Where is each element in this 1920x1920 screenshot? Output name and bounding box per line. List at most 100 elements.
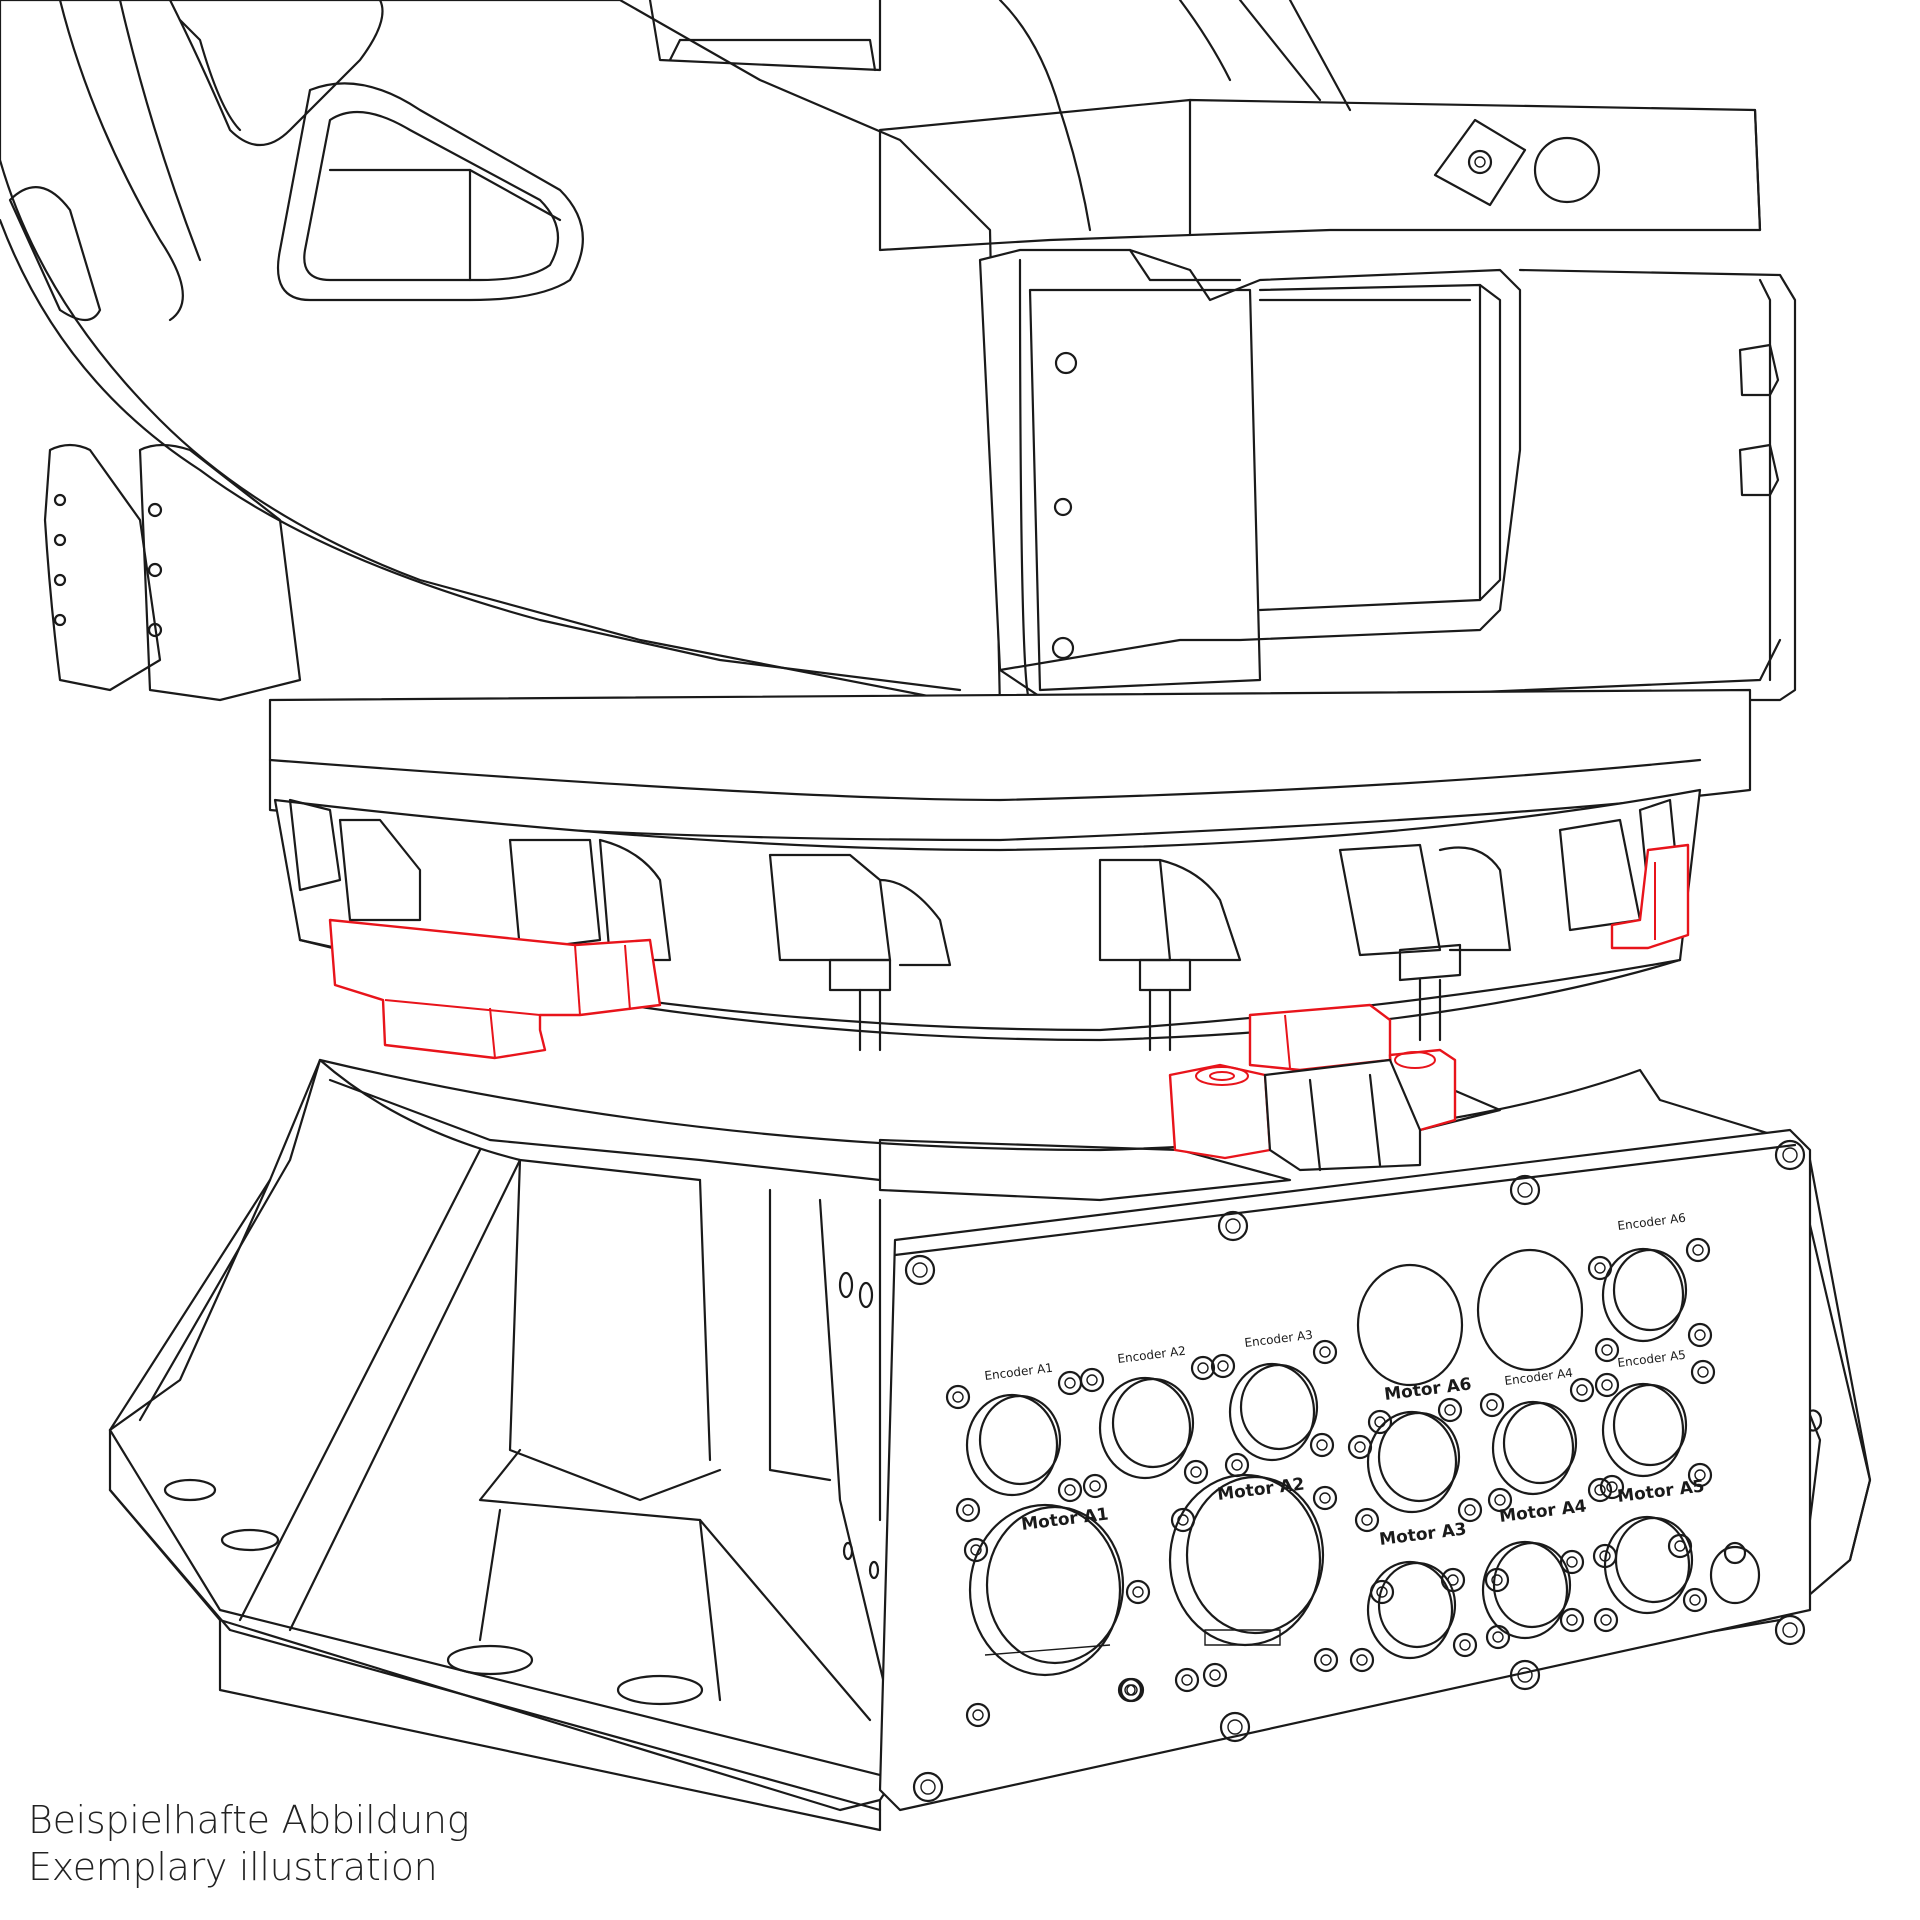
port-screw-head [1601, 1379, 1613, 1391]
port-screw-head [1177, 1514, 1189, 1526]
port-screw [1452, 1632, 1478, 1658]
port-screw-head [1361, 1514, 1373, 1526]
port-screw [1569, 1377, 1595, 1403]
highlighted-brackets [328, 843, 1690, 1172]
port-screw [1437, 1397, 1463, 1423]
port-screw-head [1694, 1469, 1706, 1481]
port-screw [1487, 1487, 1513, 1513]
port-screw-head [972, 1709, 984, 1721]
port-screw-head [1124, 1684, 1136, 1696]
port-screw-head [1601, 1344, 1613, 1356]
port-screw-head [1576, 1384, 1588, 1396]
port-screw [1079, 1367, 1105, 1393]
port-screw [1592, 1543, 1618, 1569]
ring-teeth [288, 798, 1682, 967]
port-screw [1117, 1677, 1143, 1703]
port-screw [1479, 1392, 1505, 1418]
port-screw [1687, 1322, 1713, 1348]
port-screw-head [1197, 1362, 1209, 1374]
port-screw-head [1064, 1484, 1076, 1496]
port-screw [1170, 1507, 1196, 1533]
port-screw [1349, 1647, 1375, 1673]
port-screw-head [962, 1504, 974, 1516]
port-screw-head [1674, 1540, 1686, 1552]
connector-panel: Encoder A1 Encoder A2 Encoder A3 Encoder… [878, 1128, 1812, 1812]
port-screw [1594, 1372, 1620, 1398]
port-screw-head [1089, 1480, 1101, 1492]
port-screw [1587, 1477, 1613, 1503]
port-screw [1057, 1477, 1083, 1503]
port-screw [1313, 1647, 1339, 1673]
port-screw-head [1319, 1492, 1331, 1504]
port-screw-head [1064, 1377, 1076, 1389]
highlight-bracket-right [1610, 843, 1690, 950]
port-screw [1594, 1337, 1620, 1363]
port-screw-head [952, 1391, 964, 1403]
port-screw [1125, 1579, 1151, 1605]
port-screw-head [1600, 1614, 1612, 1626]
port-screw-head [1319, 1346, 1331, 1358]
port-screw [1485, 1624, 1511, 1650]
port-screw [965, 1702, 991, 1728]
caption-german: Beispielhafte Abbildung [28, 1798, 470, 1842]
port-screw-head [1594, 1484, 1606, 1496]
port-screw-head [1486, 1399, 1498, 1411]
port-screw [1210, 1353, 1236, 1379]
port-screw [1174, 1667, 1200, 1693]
port-screw [1082, 1473, 1108, 1499]
caption-english: Exemplary illustration [28, 1845, 438, 1889]
port-screw-head [1356, 1654, 1368, 1666]
port-screw [1367, 1409, 1393, 1435]
port-screw-head [1492, 1631, 1504, 1643]
port-screw-head [1566, 1614, 1578, 1626]
port-screw-head [1209, 1669, 1221, 1681]
port-screw-head [1217, 1360, 1229, 1372]
motor-ports [968, 1410, 1761, 1677]
port-screw-head [1697, 1366, 1709, 1378]
port-screw-head [1086, 1374, 1098, 1386]
port-screw [1369, 1579, 1395, 1605]
port-screw-head [1190, 1466, 1202, 1478]
port-screw [1190, 1355, 1216, 1381]
port-screw [1690, 1359, 1716, 1385]
port-screw [1224, 1452, 1250, 1478]
panel-screws [904, 1139, 1806, 1803]
port-screw-head [1599, 1550, 1611, 1562]
port-screw [1599, 1474, 1625, 1500]
port-screw-head [1354, 1441, 1366, 1453]
port-screw [955, 1497, 981, 1523]
encoder-ports [965, 1247, 1688, 1497]
port-screw [1347, 1434, 1373, 1460]
port-screw-head [1692, 1244, 1704, 1256]
port-screw [1183, 1459, 1209, 1485]
port-screws [945, 1237, 1716, 1728]
port-screw-head [970, 1544, 982, 1556]
robot-arm-upper [0, 0, 1762, 712]
port-screw-head [1374, 1416, 1386, 1428]
port-screw [1309, 1432, 1335, 1458]
motor-housing [978, 248, 1797, 712]
highlight-clamp-top [1248, 1003, 1392, 1072]
port-screw-head [1694, 1329, 1706, 1341]
port-screw [1484, 1567, 1510, 1593]
port-screw-head [1231, 1459, 1243, 1471]
port-screw [1682, 1587, 1708, 1613]
port-screw-head [1459, 1639, 1471, 1651]
port-screw-head [1132, 1586, 1144, 1598]
port-screw [1354, 1507, 1380, 1533]
port-screw [1687, 1462, 1713, 1488]
highlight-bracket-left [328, 918, 662, 1060]
port-screw-head [1566, 1556, 1578, 1568]
port-screw [1440, 1567, 1466, 1593]
port-screw-head [1181, 1674, 1193, 1686]
port-screw-head [1594, 1262, 1606, 1274]
port-screw-head [1320, 1654, 1332, 1666]
port-screw-head [1494, 1494, 1506, 1506]
figure-caption: Beispielhafte Abbildung Exemplary illust… [28, 1797, 470, 1891]
port-screw-head [1464, 1504, 1476, 1516]
port-screw [1685, 1237, 1711, 1263]
port-screw-head [1376, 1586, 1388, 1598]
port-screw [945, 1384, 971, 1410]
port-screw [1667, 1533, 1693, 1559]
